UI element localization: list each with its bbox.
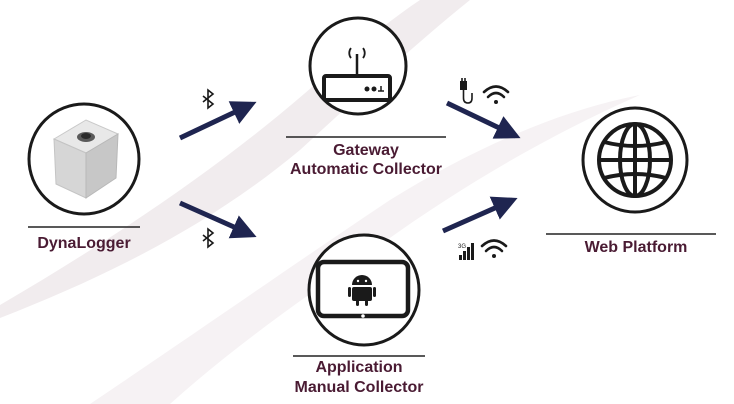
gateway-node (286, 16, 446, 138)
globe-icon (597, 122, 673, 198)
bluetooth-icon (202, 88, 215, 110)
gateway-title: Gateway (333, 142, 399, 159)
application-subtitle: Manual Collector (294, 379, 424, 396)
arrow-gateway-to-web (445, 100, 521, 139)
wifi-icon (482, 85, 510, 104)
sensor-cube-icon (52, 119, 120, 199)
router-icon (322, 47, 392, 102)
connection-arrows (178, 100, 521, 239)
arrow-dynalogger-to-gateway (178, 101, 257, 141)
ethernet-plug-icon (460, 78, 473, 104)
application-node (293, 233, 425, 357)
arrow-dynalogger-to-application (178, 200, 257, 239)
dynalogger-node (27, 102, 141, 228)
web-platform-node (546, 106, 716, 235)
signal-bars-icon: 3G (458, 243, 474, 260)
gateway-subtitle: Automatic Collector (289, 161, 442, 178)
android-tablet-icon (315, 259, 411, 319)
cellular-badge: 3G (458, 244, 466, 250)
wifi-icon (480, 239, 508, 258)
web-platform-label: Web Platform (584, 239, 688, 256)
dynalogger-label: DynaLogger (37, 235, 131, 252)
application-title: Application (315, 359, 403, 376)
arrow-application-to-web (441, 196, 518, 234)
bluetooth-icon (202, 227, 215, 249)
